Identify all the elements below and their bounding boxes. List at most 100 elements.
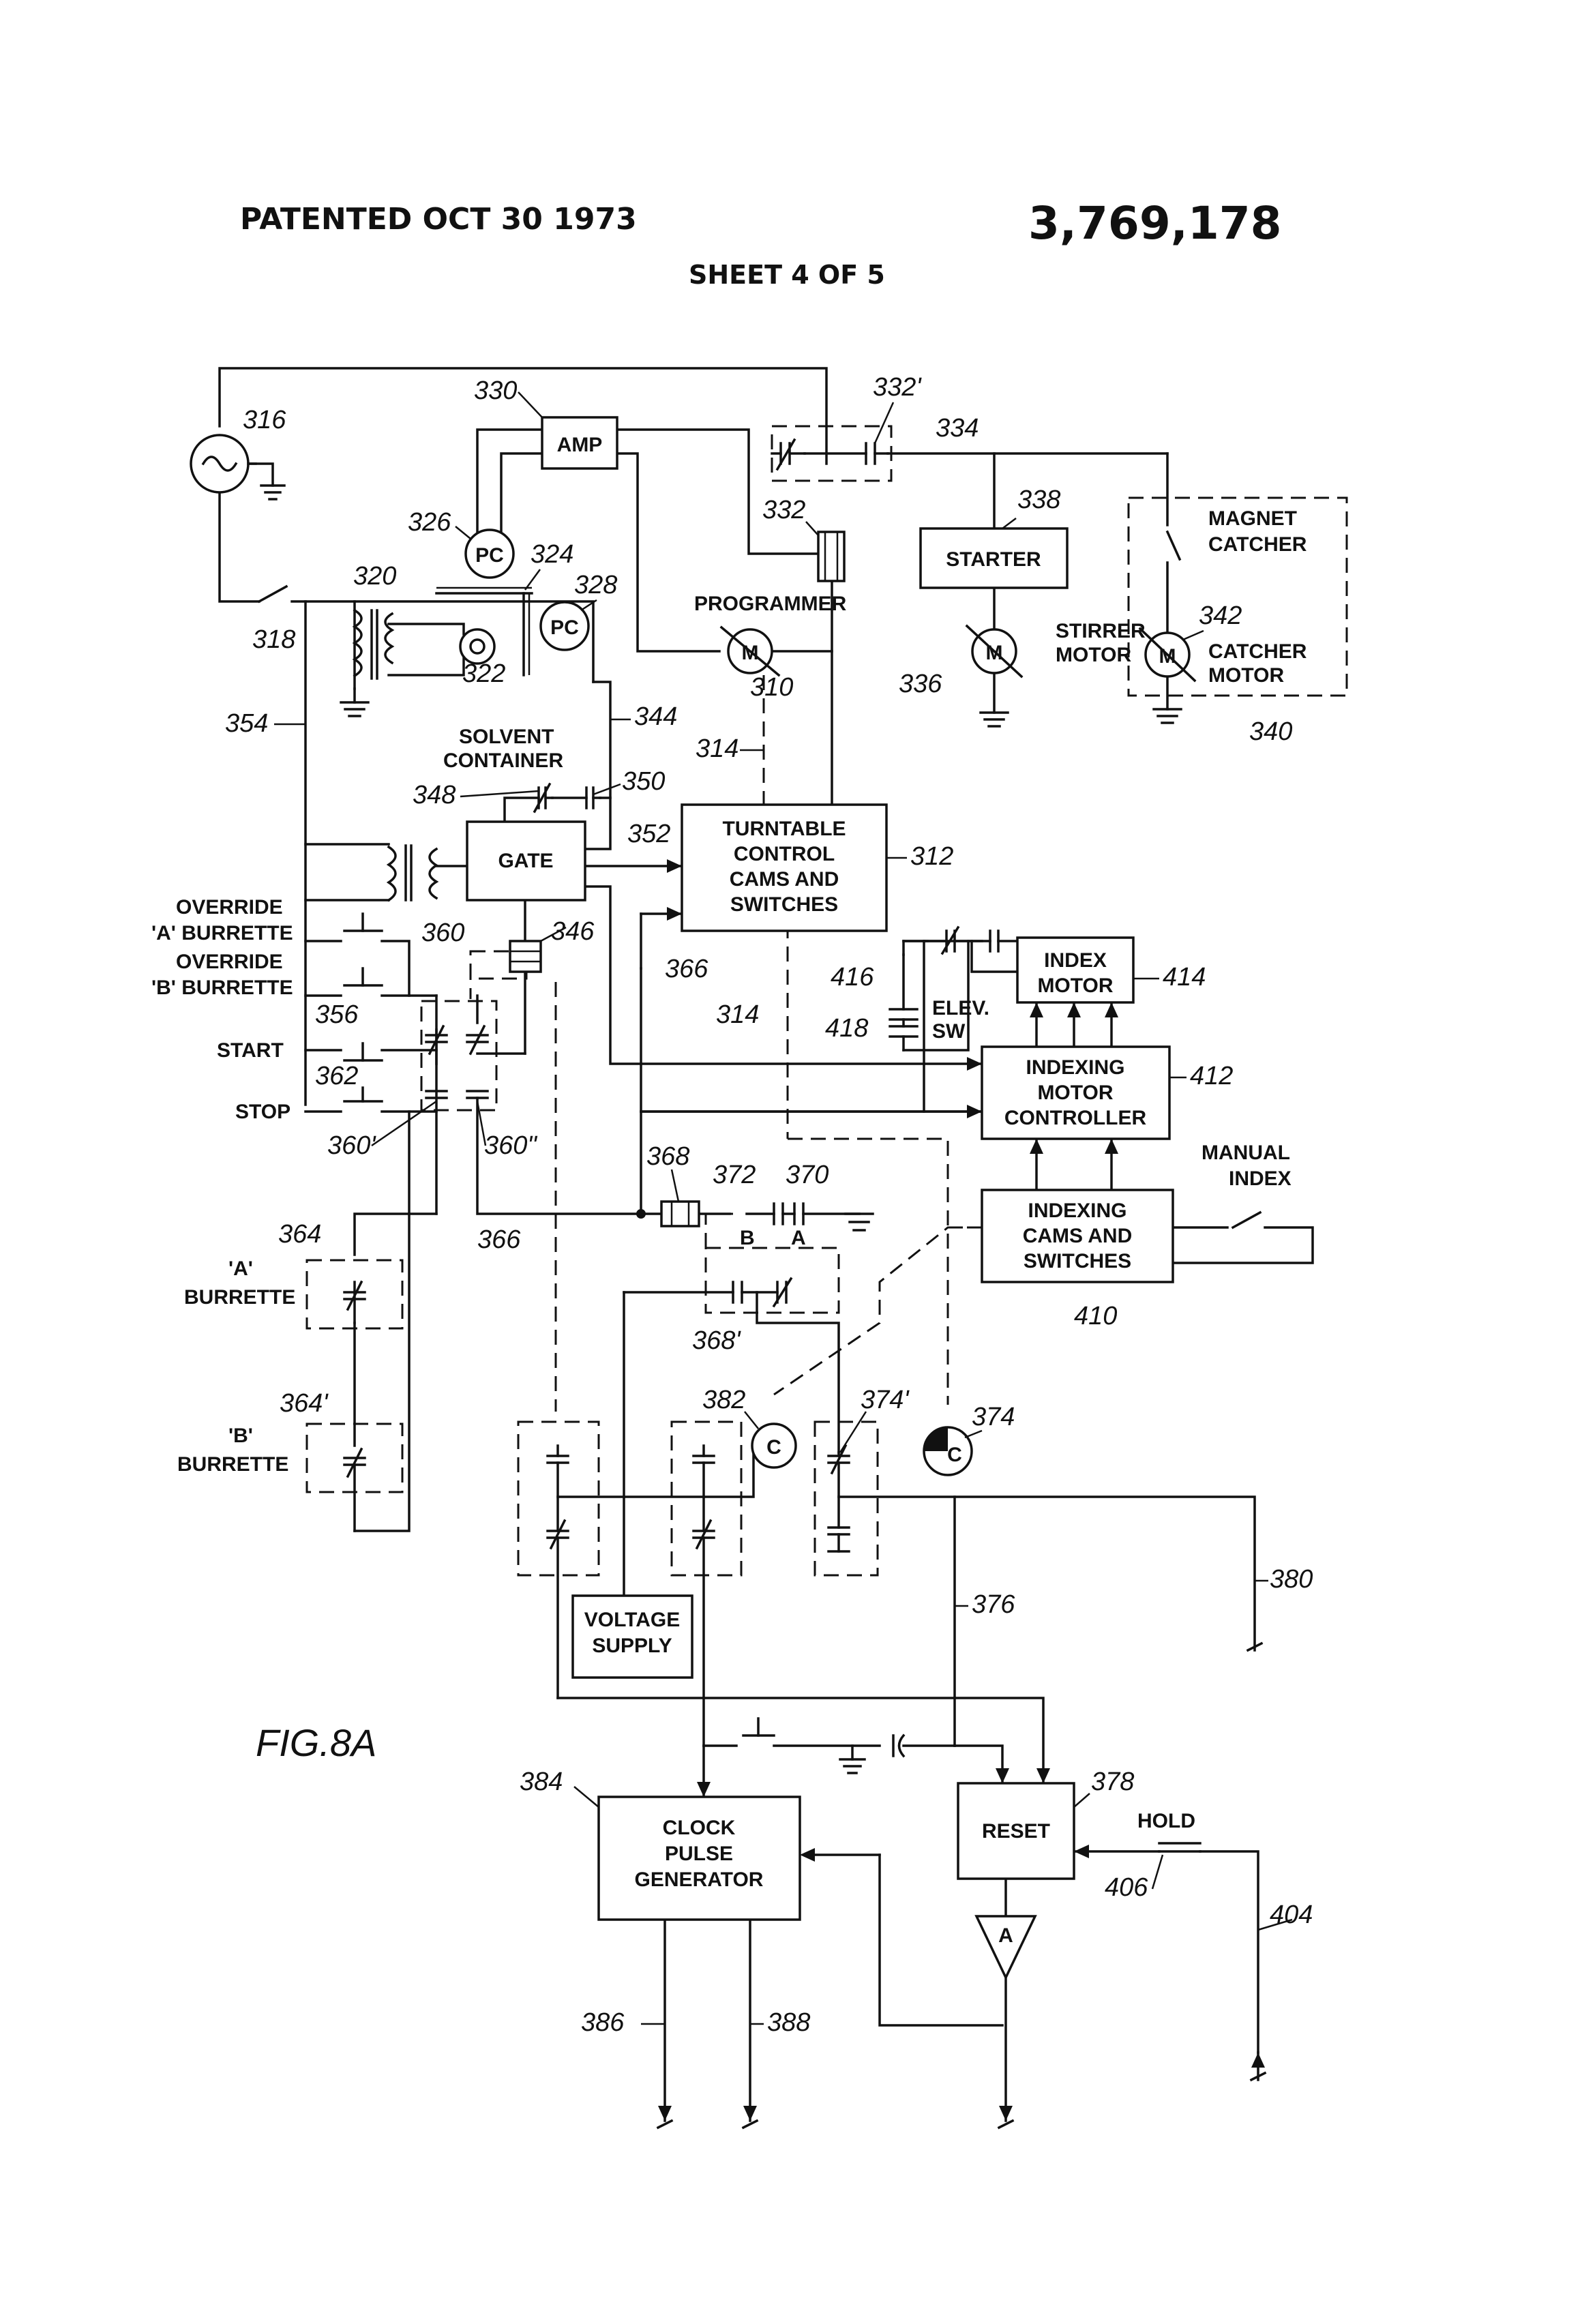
override-a-line1: OVERRIDE xyxy=(176,896,283,919)
arrow-in-404 xyxy=(1251,2053,1265,2068)
ref-316: 316 xyxy=(243,406,286,434)
arrow-to-clock xyxy=(800,1848,815,1862)
arrow-reset-hold xyxy=(1074,1845,1089,1858)
ref-310: 310 xyxy=(750,673,793,702)
ac-source xyxy=(191,435,256,492)
ref-376: 376 xyxy=(972,1590,1015,1619)
ref-374: 374 xyxy=(972,1403,1015,1431)
arrow-out-388 xyxy=(743,2106,757,2121)
ref-314a: 314 xyxy=(696,734,738,763)
contact-b-label: B xyxy=(740,1227,755,1249)
counter-374-marker xyxy=(924,1427,948,1451)
arrow-out-a xyxy=(999,2106,1013,2121)
ref-334: 334 xyxy=(936,414,979,443)
programmer-label: PROGRAMMER xyxy=(694,593,847,615)
ref-406: 406 xyxy=(1105,1873,1148,1902)
indexing-cams-line3: SWITCHES xyxy=(1024,1250,1131,1272)
ref-318: 318 xyxy=(252,625,295,654)
sheet-number: SHEET 4 OF 5 xyxy=(689,260,885,290)
a-burrette-line2: BURRETTE xyxy=(184,1286,295,1309)
a-burrette-line1: 'A' xyxy=(228,1257,253,1280)
elev-line1: ELEV. xyxy=(932,997,989,1019)
ref-410: 410 xyxy=(1074,1302,1117,1330)
patented-date: PATENTED OCT 30 1973 xyxy=(240,202,637,237)
clock-line1: CLOCK xyxy=(663,1817,736,1839)
ref-344: 344 xyxy=(634,702,677,731)
ref-328: 328 xyxy=(574,571,617,599)
ref-418: 418 xyxy=(825,1014,868,1043)
arrow-cams-2 xyxy=(1105,1139,1118,1154)
stirrer-line2: MOTOR xyxy=(1056,644,1131,666)
ref-416: 416 xyxy=(831,963,874,992)
voltage-supply-line1: VOLTAGE xyxy=(584,1609,681,1631)
index-motor-line2: MOTOR xyxy=(1037,974,1113,997)
solvent-line2: CONTAINER xyxy=(443,749,563,772)
ref-388: 388 xyxy=(767,2008,810,2037)
elev-line2: SW xyxy=(932,1020,966,1043)
turntable-line1: TURNTABLE xyxy=(722,818,846,840)
solvent-line1: SOLVENT xyxy=(459,726,554,748)
transformer-320 xyxy=(355,610,392,679)
ref-364: 364 xyxy=(278,1220,321,1249)
ref-368: 368 xyxy=(646,1142,689,1171)
ref-348: 348 xyxy=(413,781,456,809)
manual-line1: MANUAL xyxy=(1202,1142,1290,1164)
indexing-cams-line2: CAMS AND xyxy=(1023,1225,1133,1247)
magnet-line2: CATCHER xyxy=(1208,533,1307,556)
ref-336: 336 xyxy=(899,670,942,698)
ref-320: 320 xyxy=(353,562,396,591)
arrow-controller-in-1 xyxy=(967,1057,982,1071)
clock-line2: PULSE xyxy=(665,1843,733,1865)
ref-366b: 366 xyxy=(477,1225,521,1254)
override-b-line1: OVERRIDE xyxy=(176,951,283,973)
ref-372: 372 xyxy=(713,1161,756,1189)
counter-374-label: C xyxy=(947,1444,962,1466)
reset-label: RESET xyxy=(982,1820,1050,1843)
relay-coil-368 xyxy=(661,1202,699,1226)
ref-360pp: 360" xyxy=(484,1131,537,1160)
turntable-line4: SWITCHES xyxy=(730,893,838,916)
ref-386: 386 xyxy=(581,2008,625,2037)
ref-350: 350 xyxy=(622,767,665,796)
arrow-index-1 xyxy=(1030,1002,1043,1017)
contact-a-label: A xyxy=(791,1227,806,1249)
ref-382: 382 xyxy=(702,1386,745,1414)
arrow-reset-2 xyxy=(1036,1768,1050,1783)
arrow-index-3 xyxy=(1105,1002,1118,1017)
b-burrette-line2: BURRETTE xyxy=(177,1453,288,1476)
indexing-cams-line1: INDEXING xyxy=(1028,1200,1126,1222)
b-burrette-line1: 'B' xyxy=(228,1425,253,1447)
ref-322: 322 xyxy=(462,659,505,688)
amplifier-a-label: A xyxy=(998,1924,1013,1947)
ref-332: 332 xyxy=(762,496,805,524)
turntable-line3: CAMS AND xyxy=(730,868,839,891)
ref-362: 362 xyxy=(315,1062,358,1090)
ref-360: 360 xyxy=(421,919,464,947)
ref-380: 380 xyxy=(1270,1565,1313,1594)
starter-label: STARTER xyxy=(946,548,1041,571)
clock-line3: GENERATOR xyxy=(635,1868,764,1891)
ref-342: 342 xyxy=(1199,601,1242,630)
relay-coil-346 xyxy=(510,941,541,972)
stirrer-line1: STIRRER xyxy=(1056,620,1146,642)
arrow-to-turntable-2 xyxy=(667,907,682,921)
hold-label: HOLD xyxy=(1137,1810,1195,1832)
voltage-supply-line2: SUPPLY xyxy=(592,1635,672,1657)
ref-364p: 364' xyxy=(280,1389,329,1418)
gate-label: GATE xyxy=(498,850,553,872)
ref-414: 414 xyxy=(1163,963,1206,992)
ref-412: 412 xyxy=(1190,1062,1233,1090)
ref-356: 356 xyxy=(315,1000,359,1029)
turntable-line2: CONTROL xyxy=(734,843,835,865)
catcher-line2: MOTOR xyxy=(1208,664,1284,687)
ref-338: 338 xyxy=(1017,486,1060,514)
ref-384: 384 xyxy=(520,1768,563,1796)
controller-line2: MOTOR xyxy=(1037,1082,1113,1104)
counter-382-label: C xyxy=(766,1436,781,1459)
ref-368p: 368' xyxy=(692,1326,741,1355)
start-label: START xyxy=(217,1039,284,1062)
gate-transformer xyxy=(389,846,467,900)
photocell-326-label: PC xyxy=(475,544,504,567)
arrow-controller-in-2 xyxy=(967,1105,982,1118)
